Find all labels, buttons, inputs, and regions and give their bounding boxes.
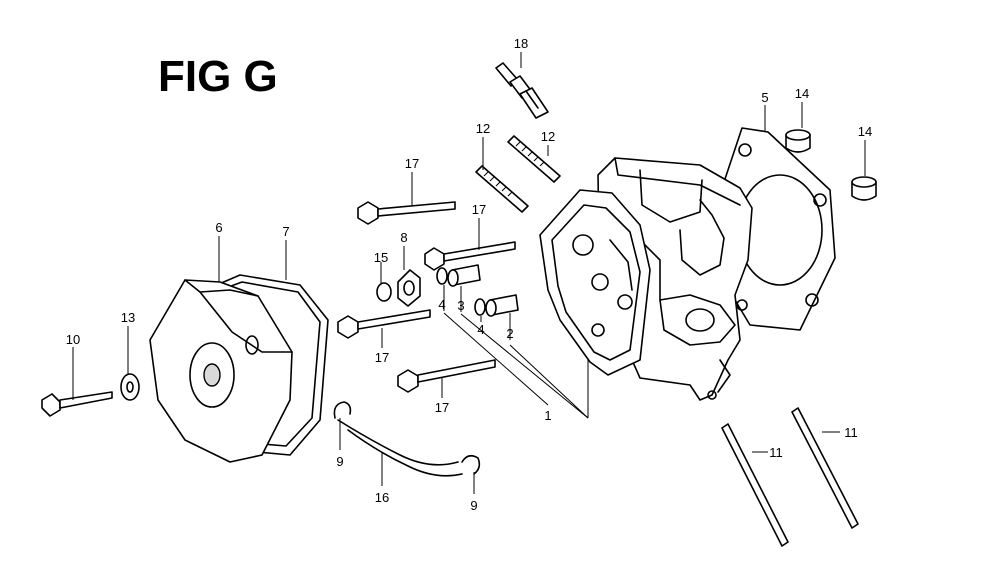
callout-8: 8 bbox=[400, 230, 407, 245]
callout-18: 18 bbox=[514, 36, 528, 51]
dowel-pin-14a bbox=[785, 129, 811, 153]
callout-14: 14 bbox=[858, 124, 872, 139]
callout-5: 5 bbox=[761, 90, 768, 105]
callout-10: 10 bbox=[66, 332, 80, 347]
head-cover bbox=[149, 279, 293, 463]
bolt-17d bbox=[397, 359, 496, 393]
callout-9: 9 bbox=[470, 498, 477, 513]
callout-12: 12 bbox=[541, 129, 555, 144]
callout-3: 3 bbox=[457, 298, 464, 313]
bolt-17b bbox=[424, 241, 516, 271]
callout-11: 11 bbox=[844, 425, 858, 440]
o-ring-4a bbox=[436, 267, 448, 285]
tube-clip-9b bbox=[461, 454, 481, 475]
o-ring-4b bbox=[474, 298, 486, 316]
callout-15: 15 bbox=[374, 250, 388, 265]
callout-17: 17 bbox=[435, 400, 449, 415]
callout-labels: 18 12 12 5 14 14 17 17 6 7 8 15 4 3 4 2 … bbox=[66, 36, 872, 513]
collar-3 bbox=[447, 264, 481, 287]
bolt-10 bbox=[41, 391, 113, 417]
callout-17: 17 bbox=[375, 350, 389, 365]
callout-16: 16 bbox=[375, 490, 389, 505]
callout-11: 11 bbox=[769, 445, 783, 460]
callout-17: 17 bbox=[472, 202, 486, 217]
callout-12: 12 bbox=[476, 121, 490, 136]
tube-clip-9a bbox=[333, 401, 352, 419]
stud-bolt-12b bbox=[507, 135, 561, 183]
callout-7: 7 bbox=[282, 224, 289, 239]
long-stud-11b bbox=[791, 407, 859, 529]
breather-tube bbox=[337, 419, 463, 477]
bolt-17c bbox=[337, 309, 431, 339]
callout-6: 6 bbox=[215, 220, 222, 235]
callout-14: 14 bbox=[795, 86, 809, 101]
washer-15 bbox=[376, 282, 392, 302]
bolt-17a bbox=[357, 201, 456, 225]
dowel-pin-14b bbox=[851, 176, 877, 201]
callout-4: 4 bbox=[438, 297, 445, 312]
callout-17: 17 bbox=[405, 156, 419, 171]
long-stud-11a bbox=[721, 423, 789, 547]
collar-2 bbox=[485, 294, 519, 317]
leader-lines bbox=[72, 52, 866, 494]
figure-title: FIG G bbox=[158, 52, 278, 101]
washer-13 bbox=[120, 373, 140, 401]
nut-8 bbox=[397, 269, 421, 307]
callout-2: 2 bbox=[506, 326, 513, 341]
stud-bolt-12a bbox=[475, 165, 529, 213]
callout-9: 9 bbox=[336, 454, 343, 469]
spark-plug bbox=[495, 62, 549, 119]
callout-13: 13 bbox=[121, 310, 135, 325]
callout-4: 4 bbox=[477, 322, 484, 337]
callout-1: 1 bbox=[544, 408, 551, 423]
head-cover-seat bbox=[539, 189, 651, 376]
